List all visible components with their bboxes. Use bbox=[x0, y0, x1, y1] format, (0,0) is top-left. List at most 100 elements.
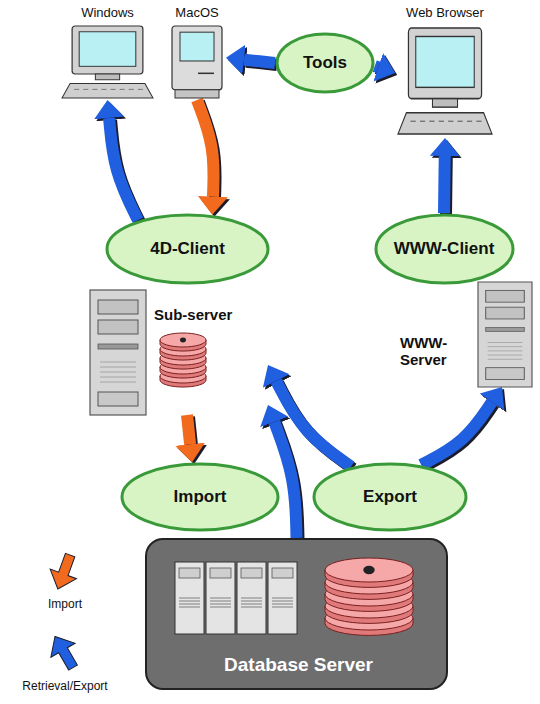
rack-panel bbox=[241, 568, 262, 578]
legend-swatch bbox=[45, 552, 84, 592]
block-arrow bbox=[244, 60, 275, 63]
process-ellipse: WWW-Client bbox=[374, 213, 515, 285]
server-rack bbox=[206, 562, 235, 634]
legend-swatch-svg bbox=[44, 632, 84, 672]
screen bbox=[79, 32, 136, 67]
drive-bay bbox=[98, 392, 138, 406]
block-arrow bbox=[438, 156, 451, 213]
disk-spindle bbox=[180, 338, 186, 343]
arrow-group bbox=[274, 422, 298, 540]
monitor-stand bbox=[95, 74, 119, 80]
arrow-group bbox=[244, 60, 277, 65]
computer-node: Windows bbox=[60, 6, 155, 100]
rack-slot bbox=[210, 598, 231, 599]
monitor bbox=[72, 26, 143, 74]
rack-slot bbox=[241, 598, 262, 599]
node-label: Sub-server bbox=[154, 306, 268, 323]
text-holder: Web Browser bbox=[382, 6, 508, 21]
disk-slot bbox=[198, 73, 214, 75]
tower-case bbox=[90, 290, 146, 415]
rack-panel bbox=[210, 568, 231, 578]
vent bbox=[100, 362, 136, 363]
rack-slot bbox=[272, 598, 293, 599]
icon-illustration bbox=[392, 6, 498, 138]
rack-slot bbox=[272, 604, 293, 605]
block-arrow bbox=[421, 402, 492, 465]
ellipse-shape bbox=[376, 215, 513, 283]
key-row bbox=[420, 121, 425, 122]
key-row bbox=[476, 121, 481, 122]
block-arrow bbox=[109, 118, 138, 220]
screen bbox=[180, 32, 214, 61]
node-label: Import bbox=[174, 487, 227, 507]
arrow-group bbox=[375, 66, 380, 69]
rack-slot bbox=[210, 607, 231, 608]
mac-body bbox=[172, 26, 222, 90]
mac-base bbox=[175, 90, 219, 98]
rack-slot bbox=[179, 604, 200, 605]
legend-swatch bbox=[44, 632, 84, 672]
rack-panel bbox=[272, 568, 293, 578]
rack-slot bbox=[179, 598, 200, 599]
block-arrow bbox=[274, 422, 296, 538]
node-label: Tools bbox=[303, 53, 347, 73]
vent bbox=[100, 382, 136, 383]
rack-slot bbox=[241, 607, 262, 608]
text-holder: Sub-server bbox=[154, 306, 268, 323]
rack-slot bbox=[210, 604, 231, 605]
icon-illustration bbox=[168, 6, 226, 100]
text-holder: MacOS bbox=[158, 6, 236, 21]
key-row bbox=[129, 89, 134, 90]
node-label: Web Browser bbox=[382, 6, 508, 21]
vent bbox=[488, 359, 523, 360]
text-holder: Database Server bbox=[147, 654, 450, 676]
key-row bbox=[448, 121, 453, 122]
icon-group bbox=[90, 290, 146, 415]
rack-slot bbox=[210, 601, 231, 602]
node-label: Database Server bbox=[147, 654, 450, 676]
icon-group bbox=[172, 26, 222, 98]
legend-swatch-svg bbox=[44, 552, 84, 592]
vent bbox=[488, 350, 523, 351]
block-arrow bbox=[187, 415, 190, 444]
ellipse-shape bbox=[277, 34, 373, 92]
key-row bbox=[74, 89, 79, 90]
arrow-group bbox=[421, 402, 494, 467]
ellipse-shape bbox=[122, 464, 278, 530]
keyboard bbox=[398, 113, 492, 134]
node-label: WWW-Client bbox=[394, 239, 495, 259]
arrow-group bbox=[444, 156, 447, 215]
icon-illustration bbox=[60, 6, 155, 100]
icon-group bbox=[398, 28, 492, 134]
rack-slot bbox=[241, 604, 262, 605]
server-rack bbox=[268, 562, 297, 634]
key-row bbox=[83, 89, 88, 90]
arrow-group bbox=[187, 415, 192, 446]
disk-platter bbox=[325, 558, 413, 582]
vent bbox=[488, 346, 523, 347]
process-ellipse: Import bbox=[120, 462, 280, 532]
disk-platter bbox=[160, 333, 206, 347]
screen bbox=[416, 36, 474, 87]
rack-slot bbox=[179, 607, 200, 608]
block-arrow bbox=[375, 66, 378, 67]
key-row bbox=[92, 89, 97, 90]
legend-label: Retrieval/Export bbox=[0, 680, 130, 694]
key-row bbox=[467, 121, 472, 122]
tower-case bbox=[478, 282, 532, 387]
disk-spindle bbox=[363, 566, 374, 574]
process-ellipse: 4D-Client bbox=[105, 213, 270, 285]
key-row bbox=[439, 121, 444, 122]
key-row bbox=[101, 89, 106, 90]
drive-slot bbox=[98, 344, 138, 349]
monitor bbox=[408, 28, 481, 99]
server-rack bbox=[237, 562, 266, 634]
vent bbox=[100, 372, 136, 373]
vent bbox=[100, 377, 136, 378]
key-row bbox=[458, 121, 463, 122]
key-row bbox=[120, 89, 125, 90]
drive-bay bbox=[98, 320, 138, 334]
rack-slot bbox=[241, 601, 262, 602]
vent bbox=[488, 355, 523, 356]
node-label: Windows bbox=[60, 6, 155, 21]
